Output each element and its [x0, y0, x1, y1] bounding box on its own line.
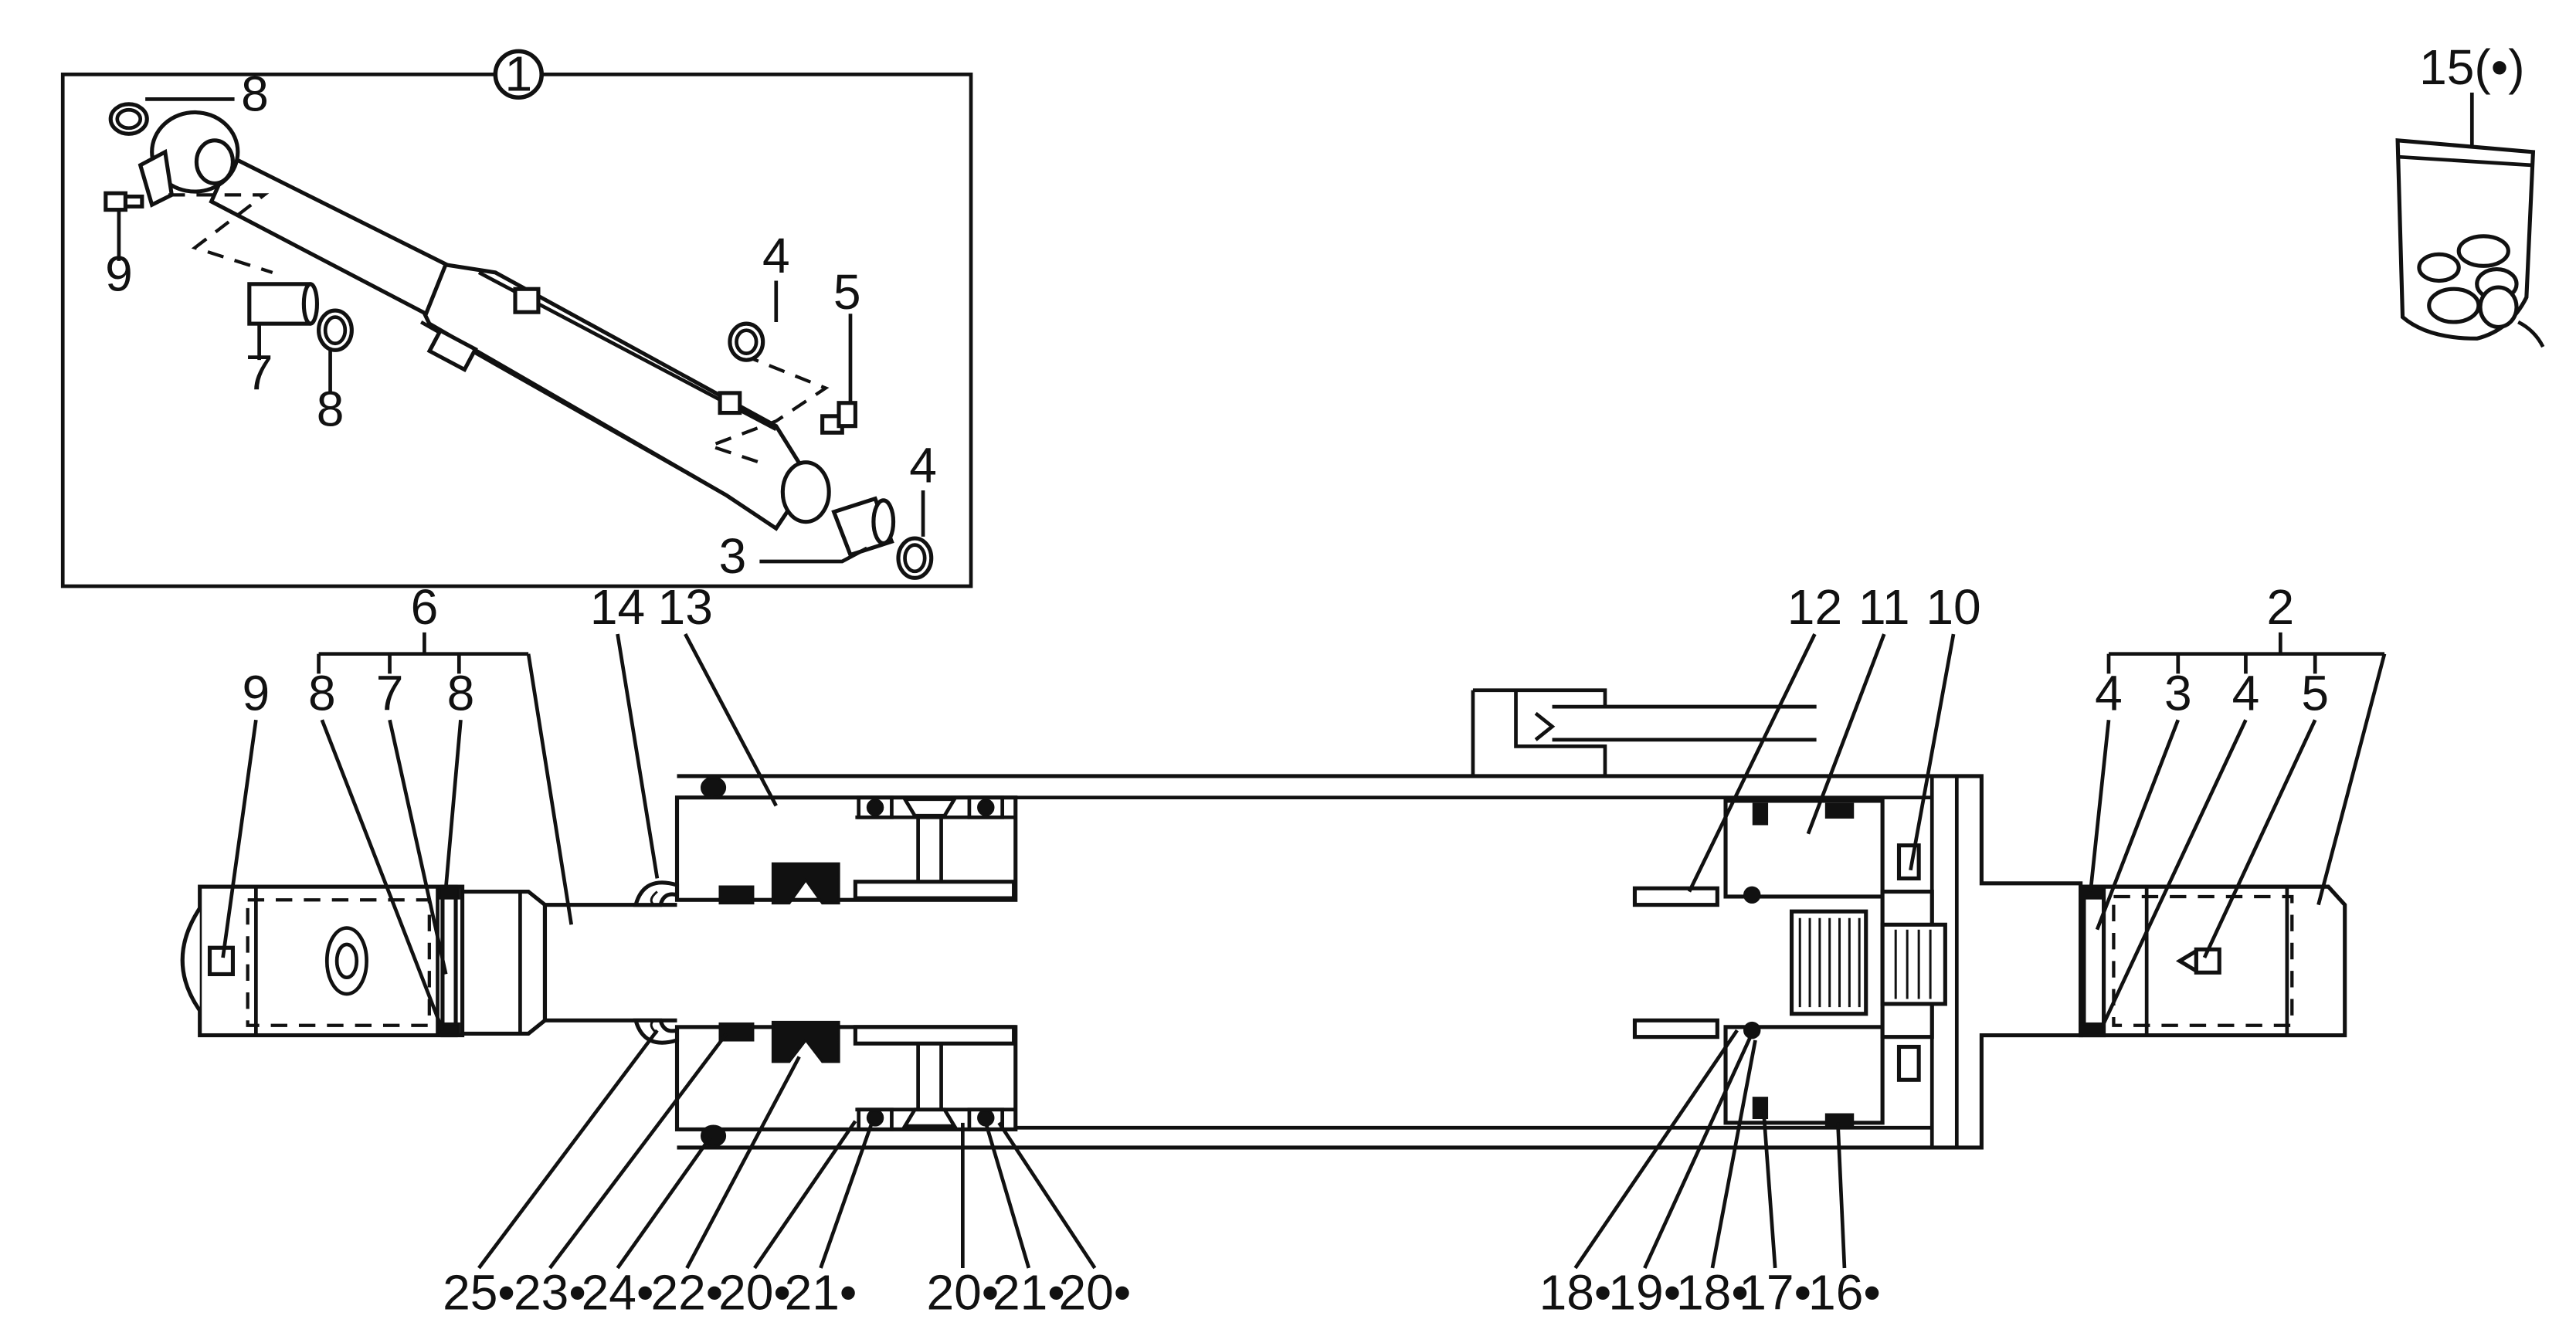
- callout-21-a: 21•: [785, 1264, 857, 1320]
- callout-11: 11: [1858, 579, 1910, 635]
- inset-piston-rod: [137, 110, 449, 317]
- inset-bushing-3: 3: [719, 496, 896, 584]
- callout-1: 1: [504, 46, 532, 102]
- callout-20-c: 20•: [1058, 1264, 1131, 1320]
- piston-assembly: [1632, 799, 1947, 1129]
- callout-group-6: 6 9 8 7 8: [221, 579, 574, 1031]
- callout-2: 2: [2266, 579, 2294, 635]
- base-eye-bushing: [2082, 884, 2106, 1038]
- hydraulic-pipe: [1471, 688, 1817, 776]
- inset-callout-8-top: 8: [241, 66, 269, 121]
- callout-21-b: 21•: [993, 1264, 1065, 1320]
- callout-8-right: 8: [447, 665, 475, 721]
- callout-16: 16•: [1808, 1264, 1881, 1320]
- callout-7: 7: [376, 665, 404, 721]
- inset-grease-nipple-9: 9: [104, 191, 144, 301]
- callout-18-b: 18•: [1676, 1264, 1749, 1320]
- callout-25: 25•: [443, 1264, 515, 1320]
- inset-elbow-fitting-5: 5: [820, 264, 861, 435]
- callout-4-base-left: 4: [2095, 665, 2123, 721]
- rod-eye-grease-nipple: [207, 945, 235, 976]
- callout-18-a: 18•: [1539, 1264, 1612, 1320]
- callout-3-base: 3: [2164, 665, 2192, 721]
- callout-20-b: 20•: [926, 1264, 999, 1320]
- inset-port-boss: [513, 287, 541, 314]
- inset-cylinder-body: [410, 262, 831, 531]
- callout-17: 17•: [1739, 1264, 1811, 1320]
- bottom-callouts: 25• 23• 24• 22• 20• 21• 20• 21• 20• 18• …: [443, 1029, 1881, 1320]
- inset-assembly-view: 1 8 9: [60, 46, 973, 588]
- inset-mount-tab: [426, 327, 478, 373]
- inset-callout-5: 5: [833, 264, 861, 320]
- callout-14: 14: [590, 579, 645, 635]
- inset-callout-3: 3: [719, 528, 747, 584]
- callout-20-a: 20•: [718, 1264, 791, 1320]
- callout-4-base-right: 4: [2232, 665, 2260, 721]
- base-eye-housing: [2079, 884, 2347, 1038]
- inset-callout-9: 9: [105, 246, 133, 301]
- callout-group-2: 2 4 3 4 5: [2089, 579, 2387, 1028]
- callout-15: 15(•): [2419, 39, 2525, 95]
- callout-19: 19•: [1608, 1264, 1681, 1320]
- inset-callout-4-upper: 4: [762, 228, 790, 283]
- inset-grease-boss: [718, 391, 742, 415]
- inset-callout-4-lower: 4: [909, 437, 937, 493]
- rod-eye-housing: [180, 884, 465, 1038]
- inset-callout-8-lower: 8: [317, 382, 344, 437]
- rod-collar: [460, 889, 548, 1036]
- seal-kit-bag-15: 15(•): [2395, 39, 2545, 348]
- callout-6: 6: [411, 579, 439, 635]
- callout-9: 9: [243, 665, 270, 721]
- gland-head: [633, 776, 1018, 1148]
- callout-8-left: 8: [308, 665, 336, 721]
- callout-5-base: 5: [2301, 665, 2329, 721]
- callout-24: 24•: [582, 1264, 654, 1320]
- callout-12: 12: [1787, 579, 1842, 635]
- callout-13: 13: [658, 579, 713, 635]
- inset-callout-7: 7: [246, 345, 273, 401]
- callout-23: 23•: [514, 1264, 586, 1320]
- inset-eye-tab: [137, 148, 175, 208]
- callout-22: 22•: [650, 1264, 723, 1320]
- inset-bushing-7: 7: [246, 282, 320, 401]
- inset-lower-eye: [780, 460, 831, 524]
- callout-1-circle: [493, 49, 544, 100]
- main-section-view: 6 9 8 7 8 14 13 12 11 10 2: [180, 579, 2387, 1320]
- callout-10: 10: [1926, 579, 1980, 635]
